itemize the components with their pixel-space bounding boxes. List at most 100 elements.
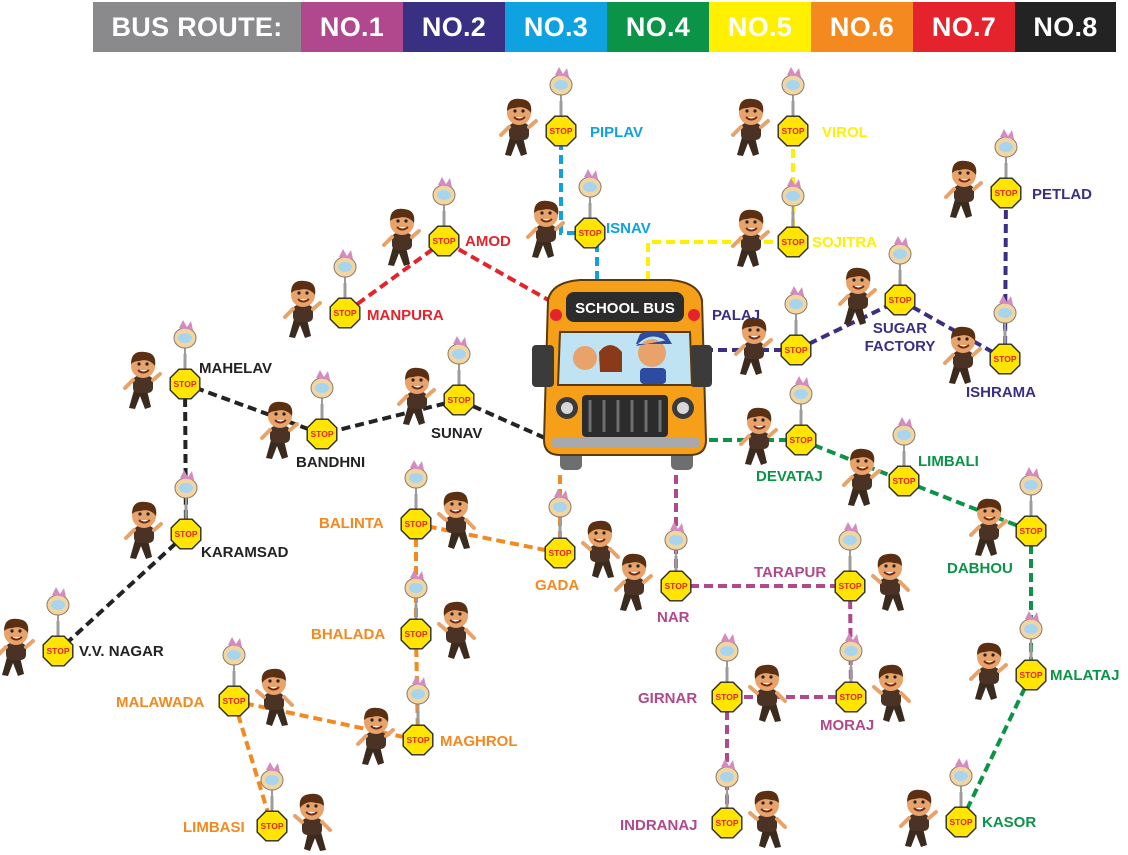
stop-label-mahelav: MAHELAV bbox=[199, 360, 272, 377]
stop-label-amod: AMOD bbox=[465, 233, 511, 250]
legend-route-2: NO.2 bbox=[403, 2, 505, 52]
stop-palaj: STOP PALAJ bbox=[712, 286, 812, 375]
stop-label-gada: GADA bbox=[535, 577, 579, 594]
route-line-bandhni-mahelav bbox=[184, 382, 323, 436]
topper-icon bbox=[994, 129, 1018, 163]
kid-figure bbox=[382, 208, 421, 266]
stop-label-manpura: MANPURA bbox=[367, 307, 444, 324]
kid-figure bbox=[943, 326, 982, 384]
stop-sign-icon bbox=[945, 806, 977, 838]
bus-marker-light bbox=[688, 309, 700, 321]
topper-icon bbox=[260, 762, 284, 796]
kid-figure bbox=[838, 267, 877, 325]
legend-route-3: NO.3 bbox=[505, 2, 607, 52]
stop-sign-icon bbox=[443, 384, 475, 416]
stop-sign-text: STOP bbox=[174, 379, 197, 389]
stop-sign-icon bbox=[777, 226, 809, 258]
stop-sign-icon bbox=[785, 424, 817, 456]
kid-figure bbox=[356, 707, 395, 765]
kid-figure bbox=[293, 793, 332, 851]
route-line-sugar-ishrama bbox=[899, 298, 1006, 361]
bus-sign-text: SCHOOL BUS bbox=[575, 300, 675, 317]
school-bus: SCHOOL BUS bbox=[532, 279, 712, 470]
topper-icon bbox=[888, 236, 912, 270]
stop-sign-text: STOP bbox=[665, 581, 688, 591]
driver bbox=[638, 339, 666, 367]
stop-sign-text: STOP bbox=[840, 692, 863, 702]
route-line-sunav-bandhni bbox=[321, 398, 460, 436]
stop-label-limbali: LIMBALI bbox=[918, 453, 979, 470]
stop-sign-icon bbox=[990, 177, 1022, 209]
kid-figure bbox=[526, 200, 565, 258]
kid-figure bbox=[581, 520, 620, 578]
kid-figure bbox=[614, 553, 653, 611]
route-line-bus-amod bbox=[443, 239, 553, 304]
bus-sign bbox=[566, 292, 684, 322]
legend-route-6: NO.6 bbox=[811, 2, 913, 52]
topper-icon bbox=[1019, 611, 1043, 645]
topper-icon bbox=[789, 376, 813, 410]
stop-sign-text: STOP bbox=[433, 236, 456, 246]
stop-label-ishrama: ISHRAMA bbox=[966, 384, 1036, 401]
stop-sign-icon bbox=[218, 685, 250, 717]
bus-mirror bbox=[690, 345, 712, 387]
kid-figure bbox=[124, 501, 163, 559]
stop-sign-icon bbox=[780, 334, 812, 366]
topper-icon bbox=[781, 178, 805, 212]
stop-label-kasor: KASOR bbox=[982, 814, 1036, 831]
stop-sign-icon bbox=[428, 225, 460, 257]
stop-sign-text: STOP bbox=[405, 519, 428, 529]
kid-figure bbox=[842, 448, 881, 506]
stop-sign-text: STOP bbox=[785, 345, 808, 355]
kid-figure bbox=[0, 618, 35, 676]
kid-figure bbox=[260, 401, 299, 459]
route-line-malawada-limbasi bbox=[232, 700, 274, 827]
stop-sign-text: STOP bbox=[448, 395, 471, 405]
stop-label-maghrol: MAGHROL bbox=[440, 733, 518, 750]
stop-sign-text: STOP bbox=[407, 735, 430, 745]
passenger-hair bbox=[599, 345, 622, 372]
topper-icon bbox=[548, 489, 572, 523]
stop-sunav: STOP SUNAV bbox=[397, 336, 482, 442]
topper-icon bbox=[174, 470, 198, 504]
kid-figure bbox=[734, 317, 773, 375]
stop-label-palaj: PALAJ bbox=[712, 307, 760, 324]
topper-icon bbox=[222, 637, 246, 671]
kid-figure bbox=[748, 664, 787, 722]
topper-icon bbox=[949, 758, 973, 792]
stop-label-virol: VIROL bbox=[822, 124, 868, 141]
stop-label-sojitra: SOJITRA bbox=[812, 234, 877, 251]
stop-sign-icon bbox=[1015, 515, 1047, 547]
stop-sign-icon bbox=[306, 418, 338, 450]
kid-figure bbox=[872, 664, 911, 722]
stop-sign-text: STOP bbox=[261, 821, 284, 831]
stop-label-dabhou: DABHOU bbox=[947, 560, 1013, 577]
stop-label-sunav: SUNAV bbox=[431, 425, 482, 442]
topper-icon bbox=[173, 320, 197, 354]
topper-icon bbox=[781, 67, 805, 101]
bus-route-legend: BUS ROUTE: NO.1 NO.2 NO.3 NO.4 NO.5 NO.6… bbox=[93, 2, 1116, 52]
topper-icon bbox=[333, 249, 357, 283]
stop-sign-text: STOP bbox=[893, 476, 916, 486]
topper-icon bbox=[838, 522, 862, 556]
passenger bbox=[573, 346, 597, 370]
stop-sign-icon bbox=[42, 635, 74, 667]
stop-label-malawada: MALAWADA bbox=[116, 694, 204, 711]
stop-label-malataj: MALATAJ bbox=[1050, 667, 1119, 684]
kid-figure bbox=[123, 351, 162, 409]
